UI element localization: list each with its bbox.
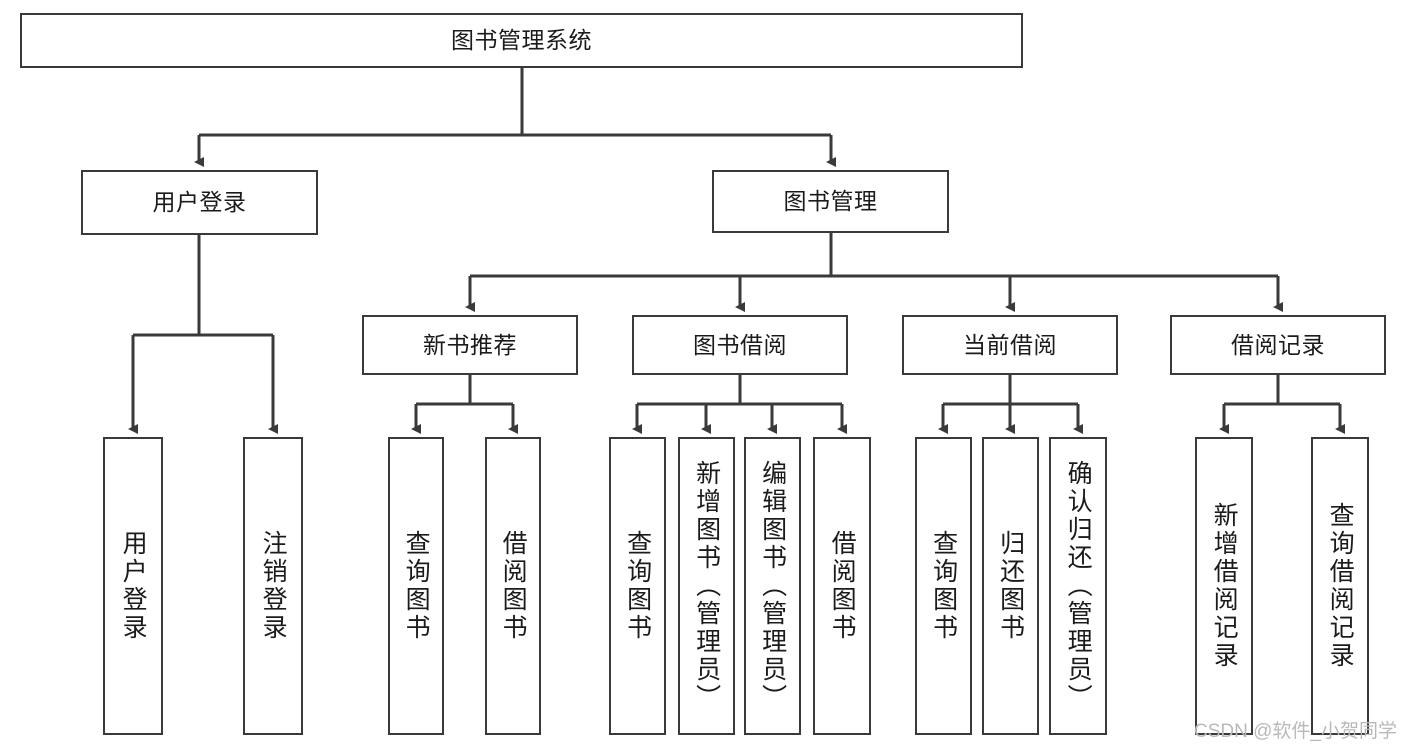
leaf-newbook-search-book-label: 查询图书 — [402, 530, 431, 642]
node-new-book-recommend-label: 新书推荐 — [423, 331, 517, 358]
node-current-borrow-label: 当前借阅 — [963, 331, 1057, 358]
leaf-borrow-search-book[interactable]: 查询图书 — [609, 437, 666, 735]
leaf-borrow-add-book[interactable]: 新增图书（管理员） — [678, 437, 735, 735]
leaf-borrow-search-book-label: 查询图书 — [623, 530, 652, 642]
leaf-records-search-record-label: 查询借阅记录 — [1326, 502, 1355, 670]
leaf-user-login-label: 用户登录 — [119, 530, 148, 642]
leaf-borrow-borrow-book-label: 借阅图书 — [828, 530, 857, 642]
node-book-borrow[interactable]: 图书借阅 — [632, 315, 848, 375]
node-new-book-recommend[interactable]: 新书推荐 — [362, 315, 578, 375]
leaf-logout-label: 注销登录 — [259, 530, 288, 642]
leaf-records-add-record[interactable]: 新增借阅记录 — [1195, 437, 1253, 735]
node-user-login-label: 用户登录 — [152, 189, 247, 216]
node-user-login[interactable]: 用户登录 — [81, 170, 318, 235]
leaf-current-confirm-return-label: 确认归还（管理员） — [1064, 460, 1093, 712]
node-book-borrow-label: 图书借阅 — [693, 331, 787, 358]
leaf-logout[interactable]: 注销登录 — [243, 437, 303, 735]
leaf-borrow-edit-book-label: 编辑图书（管理员） — [758, 460, 787, 712]
leaf-records-search-record[interactable]: 查询借阅记录 — [1311, 437, 1369, 735]
leaf-current-return-book[interactable]: 归还图书 — [982, 437, 1039, 735]
leaf-newbook-search-book[interactable]: 查询图书 — [388, 437, 444, 735]
leaf-records-add-record-label: 新增借阅记录 — [1210, 502, 1239, 670]
node-root-label: 图书管理系统 — [451, 27, 592, 54]
leaf-borrow-add-book-label: 新增图书（管理员） — [692, 460, 721, 712]
leaf-current-return-book-label: 归还图书 — [996, 530, 1025, 642]
node-book-management-label: 图书管理 — [783, 188, 878, 215]
leaf-current-confirm-return[interactable]: 确认归还（管理员） — [1049, 437, 1107, 735]
leaf-current-search-book-label: 查询图书 — [929, 530, 958, 642]
node-root[interactable]: 图书管理系统 — [20, 13, 1023, 68]
leaf-user-login[interactable]: 用户登录 — [103, 437, 163, 735]
node-book-management[interactable]: 图书管理 — [712, 170, 949, 233]
node-borrow-records-label: 借阅记录 — [1231, 331, 1325, 358]
leaf-borrow-borrow-book[interactable]: 借阅图书 — [813, 437, 871, 735]
node-borrow-records[interactable]: 借阅记录 — [1170, 315, 1386, 375]
leaf-borrow-edit-book[interactable]: 编辑图书（管理员） — [744, 437, 801, 735]
node-current-borrow[interactable]: 当前借阅 — [902, 315, 1118, 375]
leaf-newbook-borrow-book[interactable]: 借阅图书 — [485, 437, 541, 735]
leaf-current-search-book[interactable]: 查询图书 — [915, 437, 972, 735]
leaf-newbook-borrow-book-label: 借阅图书 — [499, 530, 528, 642]
